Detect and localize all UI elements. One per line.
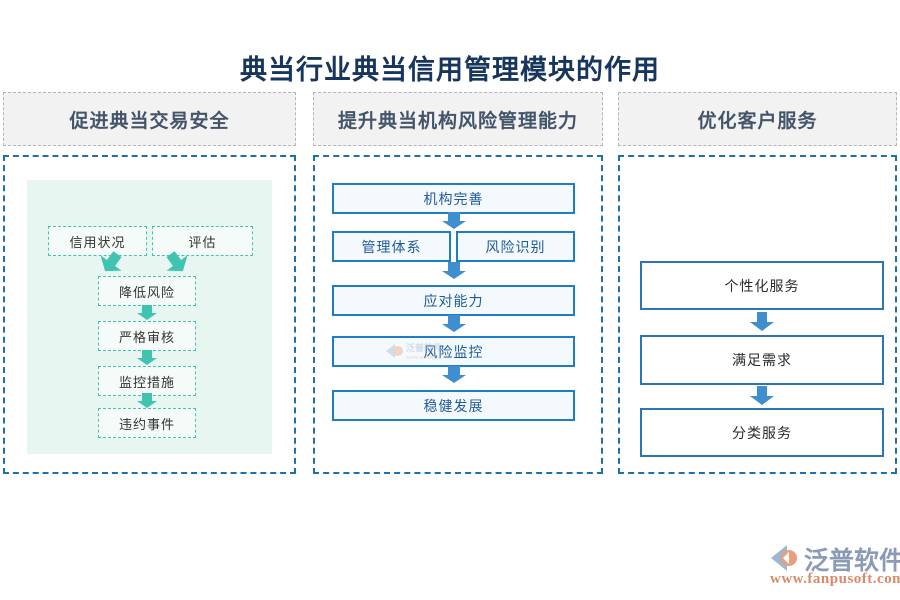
arrow-down-icon — [750, 312, 774, 331]
page-title: 典当行业典当信用管理模块的作用 — [240, 55, 660, 85]
node-response-ability[interactable]: 应对能力 — [332, 285, 575, 316]
brand-name: 泛普软件 — [804, 548, 900, 575]
brand-logo: 泛普软件 www.fanpusoft.com — [768, 541, 900, 591]
node-strict-review[interactable]: 严格审核 — [98, 321, 196, 351]
node-risk-identify[interactable]: 风险识别 — [456, 231, 575, 262]
column-header-risk-management: 提升典当机构风险管理能力 — [313, 92, 603, 146]
arrow-down-icon — [442, 366, 466, 383]
node-personalized-service[interactable]: 个性化服务 — [640, 261, 884, 310]
node-risk-monitor[interactable]: 风险监控 — [332, 336, 575, 367]
arrow-down-icon — [100, 251, 122, 272]
brand-url: www.fanpusoft.com — [770, 571, 900, 587]
column-header-promote-safety: 促进典当交易安全 — [3, 92, 296, 146]
node-classified-service[interactable]: 分类服务 — [640, 408, 884, 457]
column-header-customer-service: 优化客户服务 — [618, 92, 897, 146]
arrow-down-icon — [137, 350, 157, 365]
arrow-down-icon — [137, 305, 157, 320]
panel-risk-management — [313, 155, 603, 474]
node-reduce-risk[interactable]: 降低风险 — [98, 276, 196, 306]
arrow-down-icon — [166, 251, 188, 272]
node-meet-demand[interactable]: 满足需求 — [640, 335, 884, 385]
arrow-down-icon — [442, 212, 466, 229]
panel-promote-safety — [3, 155, 296, 474]
arrow-down-icon — [750, 386, 774, 405]
brand-mark-icon — [771, 545, 797, 571]
arrow-down-icon — [137, 393, 157, 408]
node-default-event[interactable]: 违约事件 — [98, 408, 196, 438]
node-monitor-measures[interactable]: 监控措施 — [98, 366, 196, 396]
arrow-down-icon — [442, 262, 466, 279]
arrow-down-icon — [442, 315, 466, 332]
node-steady-development[interactable]: 稳健发展 — [332, 390, 575, 421]
node-management-system[interactable]: 管理体系 — [332, 231, 451, 262]
node-credit-status[interactable]: 信用状况 — [48, 226, 147, 256]
node-assessment[interactable]: 评估 — [152, 226, 253, 256]
panel-customer-service — [618, 155, 897, 474]
node-org-improve[interactable]: 机构完善 — [332, 183, 575, 214]
